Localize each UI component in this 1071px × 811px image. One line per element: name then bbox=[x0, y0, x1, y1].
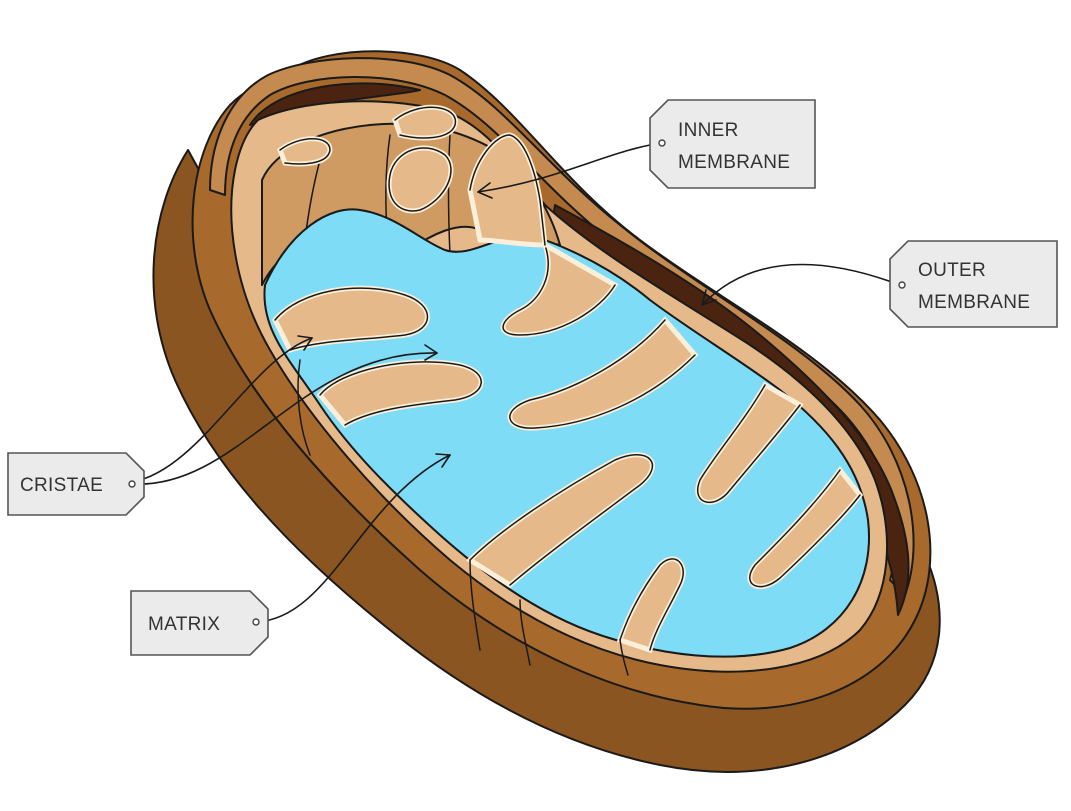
cristae-tag-hole bbox=[129, 481, 135, 487]
outer-membrane-pointer bbox=[702, 265, 900, 305]
outer-membrane-tag: OUTER MEMBRANE bbox=[890, 241, 1057, 327]
inner-membrane-label-line2: MEMBRANE bbox=[678, 152, 790, 173]
matrix-label: MATRIX bbox=[148, 614, 220, 635]
matrix-tag: MATRIX bbox=[131, 591, 268, 655]
mitochondrion-illustration bbox=[153, 51, 939, 772]
inner-membrane-label-line1: INNER bbox=[678, 120, 739, 141]
inner-membrane-tag-hole bbox=[659, 140, 665, 146]
outer-membrane-label-line2: MEMBRANE bbox=[918, 292, 1030, 313]
inner-membrane-tag: INNER MEMBRANE bbox=[650, 100, 815, 188]
cristae-label: CRISTAE bbox=[20, 475, 103, 496]
outer-membrane-tag-shape bbox=[890, 241, 1057, 327]
cristae-tag: CRISTAE bbox=[8, 453, 144, 515]
matrix-tag-hole bbox=[253, 619, 259, 625]
outer-membrane-tag-hole bbox=[899, 282, 905, 288]
inner-membrane-tag-shape bbox=[650, 100, 815, 188]
outer-membrane-label-line1: OUTER bbox=[918, 260, 986, 281]
